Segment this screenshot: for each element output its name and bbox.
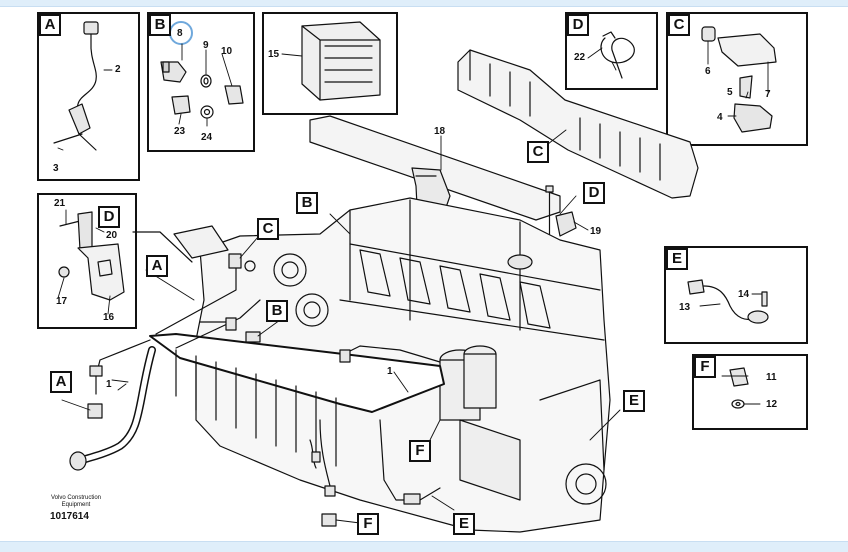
wiring-harness-illustration	[69, 253, 445, 527]
view-ref-b-harness: B	[266, 300, 288, 322]
part-number-13: 13	[679, 302, 691, 313]
part-number-7: 7	[765, 89, 771, 100]
detail-frame-e	[664, 246, 808, 344]
view-ref-c-plate: C	[257, 218, 279, 240]
view-label-d-ref: D	[98, 206, 120, 228]
top-border-band	[0, 0, 848, 7]
view-label-a: A	[39, 14, 61, 36]
bracket-pointer-line	[132, 231, 193, 263]
part-number-18: 18	[434, 126, 446, 137]
part-number-6: 6	[705, 66, 711, 77]
part-number-1-left: 1	[106, 379, 112, 390]
view-ref-f-sensor: F	[357, 513, 379, 535]
part-number-22: 22	[574, 52, 586, 63]
view-ref-a-cover: A	[146, 255, 168, 277]
part-number-15: 15	[268, 49, 280, 60]
cover-plate-illustration	[173, 225, 229, 259]
part-number-2: 2	[115, 64, 121, 75]
part-number-21: 21	[54, 198, 66, 209]
part-number-10: 10	[221, 46, 233, 57]
part-number-16: 16	[103, 312, 115, 323]
part-number-11: 11	[766, 372, 777, 383]
part-number-20: 20	[106, 230, 118, 241]
manufacturer-line-2: Equipment	[61, 502, 91, 508]
view-label-d: D	[567, 14, 589, 36]
part-number-14: 14	[738, 289, 750, 300]
leader-lines	[57, 40, 769, 524]
view-label-b: B	[149, 14, 171, 36]
oil-sensor-illustration	[729, 367, 749, 409]
part-number-12: 12	[766, 399, 778, 410]
part-number-3: 3	[53, 163, 59, 174]
view-ref-b-block: B	[296, 192, 318, 214]
view-ref-a-harness: A	[50, 371, 72, 393]
part-number-23: 23	[174, 126, 186, 137]
part-number-19: 19	[590, 226, 602, 237]
bottom-border-band	[0, 541, 848, 552]
view-label-c: C	[668, 14, 690, 36]
document-number: 1017614	[50, 511, 89, 522]
part-number-9: 9	[203, 40, 209, 51]
detail-frame-a	[37, 12, 140, 181]
view-ref-e-block: E	[623, 390, 645, 412]
part-number-8: 8	[177, 28, 183, 39]
part-number-17: 17	[56, 296, 68, 307]
control-unit-illustration	[301, 21, 381, 101]
manufacturer-name: Volvo Construction Equipment	[44, 495, 108, 509]
part-number-4: 4	[717, 112, 723, 123]
view-ref-e-cable: E	[453, 513, 475, 535]
part-number-5: 5	[727, 87, 733, 98]
manufacturer-line-1: Volvo Construction	[50, 495, 102, 501]
view-label-e: E	[666, 248, 688, 270]
view-label-f: F	[694, 356, 716, 378]
pressure-sensor-illustration	[160, 61, 244, 119]
view-ref-f-filter: F	[409, 440, 431, 462]
part-number-1-center: 1	[387, 366, 393, 377]
temp-sensor-cable-illustration	[687, 279, 769, 324]
part-number-24: 24	[201, 132, 213, 143]
harness-bracket-illustration	[58, 211, 125, 301]
speed-sensor-illustration	[53, 21, 99, 151]
view-ref-c-manifold: C	[527, 141, 549, 163]
cable-tie-illustration	[600, 31, 635, 79]
view-ref-d-bolt: D	[583, 182, 605, 204]
intake-manifold-illustration	[457, 49, 699, 199]
bracket-sensor-illustration	[701, 26, 777, 133]
